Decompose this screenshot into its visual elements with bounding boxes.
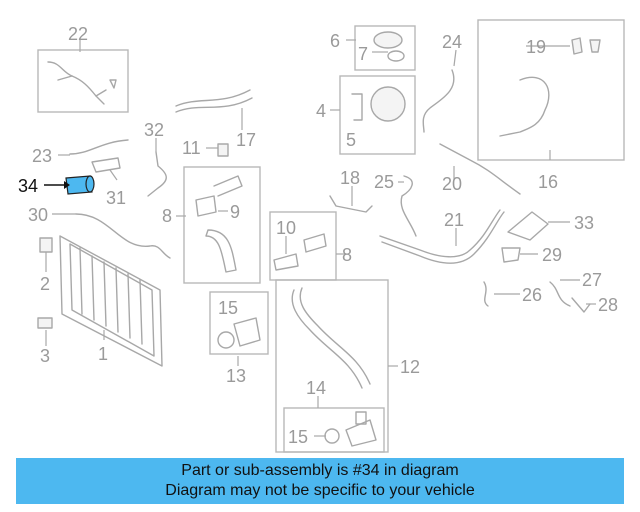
callout-20: 20 <box>442 174 462 194</box>
callout-24: 24 <box>442 32 462 52</box>
part-18-bracket <box>329 195 373 213</box>
callout-14: 14 <box>306 378 326 398</box>
part-12-hose-b <box>299 287 371 385</box>
callout-10: 10 <box>276 218 296 238</box>
part-9-connector <box>195 195 217 217</box>
callout-23: 23 <box>32 146 52 166</box>
part-21-pipe-b <box>381 211 505 264</box>
callout-22: 22 <box>68 24 88 44</box>
part-3-bracket <box>37 317 53 329</box>
callout-6: 6 <box>330 31 340 51</box>
leader-34-arrow <box>64 181 70 189</box>
part-1-fins <box>79 247 143 345</box>
callout-15b: 15 <box>288 427 308 447</box>
part-8-hose-lower <box>205 229 237 273</box>
group-box-22 <box>37 49 129 113</box>
part-17-hose-outer <box>175 97 253 113</box>
part-15-ring <box>324 428 340 444</box>
group-box-4-5 <box>339 75 416 155</box>
group-box-8-9 <box>183 166 261 284</box>
part-4-reservoir <box>370 86 406 122</box>
callout-17: 17 <box>236 130 256 150</box>
callout-12: 12 <box>400 357 420 377</box>
info-banner: Part or sub-assembly is #34 in diagram D… <box>16 458 624 504</box>
part-21-pipe <box>379 209 501 258</box>
callout-21: 21 <box>444 210 464 230</box>
part-8-hose-upper <box>213 175 243 197</box>
callout-18: 18 <box>340 168 360 188</box>
part-22-branch <box>57 75 107 97</box>
callout-32: 32 <box>144 120 164 140</box>
callout-25: 25 <box>374 172 394 192</box>
callout-30: 30 <box>28 205 48 225</box>
part-20-line <box>439 143 521 195</box>
part-5-hose <box>351 93 363 121</box>
callout-26: 26 <box>522 285 542 305</box>
callout-4: 4 <box>316 101 326 121</box>
callout-19: 19 <box>526 37 546 57</box>
part-28-hose <box>571 297 591 313</box>
part-11-bolt <box>217 143 229 157</box>
callout-29: 29 <box>542 245 562 265</box>
part-7-ring <box>387 50 405 62</box>
part-2-bracket <box>39 237 53 253</box>
callout-8b: 8 <box>342 245 352 265</box>
banner-line-2: Diagram may not be specific to your vehi… <box>165 482 475 499</box>
part-22-clip <box>109 79 117 89</box>
callout-1: 1 <box>98 344 108 364</box>
callout-9: 9 <box>230 202 240 222</box>
callout-3: 3 <box>40 346 50 366</box>
part-12-hose <box>291 289 363 389</box>
part-30-hose <box>75 213 171 259</box>
part-16-pipe <box>499 76 550 137</box>
part-22-hose <box>47 61 105 105</box>
part-10-fitting <box>273 253 299 271</box>
part-10-hose <box>303 233 327 253</box>
callout-11: 11 <box>182 138 201 158</box>
part-31-hose <box>91 157 121 173</box>
callout-13: 13 <box>226 366 246 386</box>
callout-31: 31 <box>106 188 126 208</box>
part-27-hose <box>549 281 571 307</box>
callout-7: 7 <box>358 44 368 64</box>
part-25-hose <box>400 175 417 237</box>
part-15-hose <box>233 317 261 347</box>
part-1-radiator-inner <box>69 243 155 357</box>
part-32-hose <box>147 151 167 197</box>
part-24-hose <box>422 69 455 133</box>
callout-34: 34 <box>18 176 38 196</box>
part-19-bolt-b <box>589 39 601 53</box>
group-box-13-15 <box>209 291 269 355</box>
part-34-connector <box>65 175 93 195</box>
group-box-14-15 <box>283 407 385 453</box>
part-29-clamp <box>501 247 521 263</box>
group-box-16-19 <box>477 19 625 161</box>
part-34-connector-end <box>85 175 95 193</box>
part-19-bolt-a <box>571 37 583 55</box>
callout-28: 28 <box>598 295 618 315</box>
part-15-seal <box>217 331 235 349</box>
leader-lines <box>45 39 596 437</box>
callout-33: 33 <box>574 213 594 233</box>
callout-16: 16 <box>538 172 558 192</box>
callout-15a: 15 <box>218 298 238 318</box>
part-26-hose <box>483 281 489 307</box>
group-box-6-7 <box>354 25 416 71</box>
part-1-radiator <box>59 235 163 367</box>
part-23-hose <box>69 139 129 155</box>
part-17-hose <box>175 89 251 107</box>
part-33-fitting <box>507 211 549 241</box>
part-6-cap <box>373 31 403 49</box>
callout-8a: 8 <box>162 206 172 226</box>
banner-line-1: Part or sub-assembly is #34 in diagram <box>181 462 459 479</box>
callout-5: 5 <box>346 130 356 150</box>
callout-2: 2 <box>40 274 50 294</box>
callout-27: 27 <box>582 270 602 290</box>
part-14-stub <box>355 411 367 425</box>
